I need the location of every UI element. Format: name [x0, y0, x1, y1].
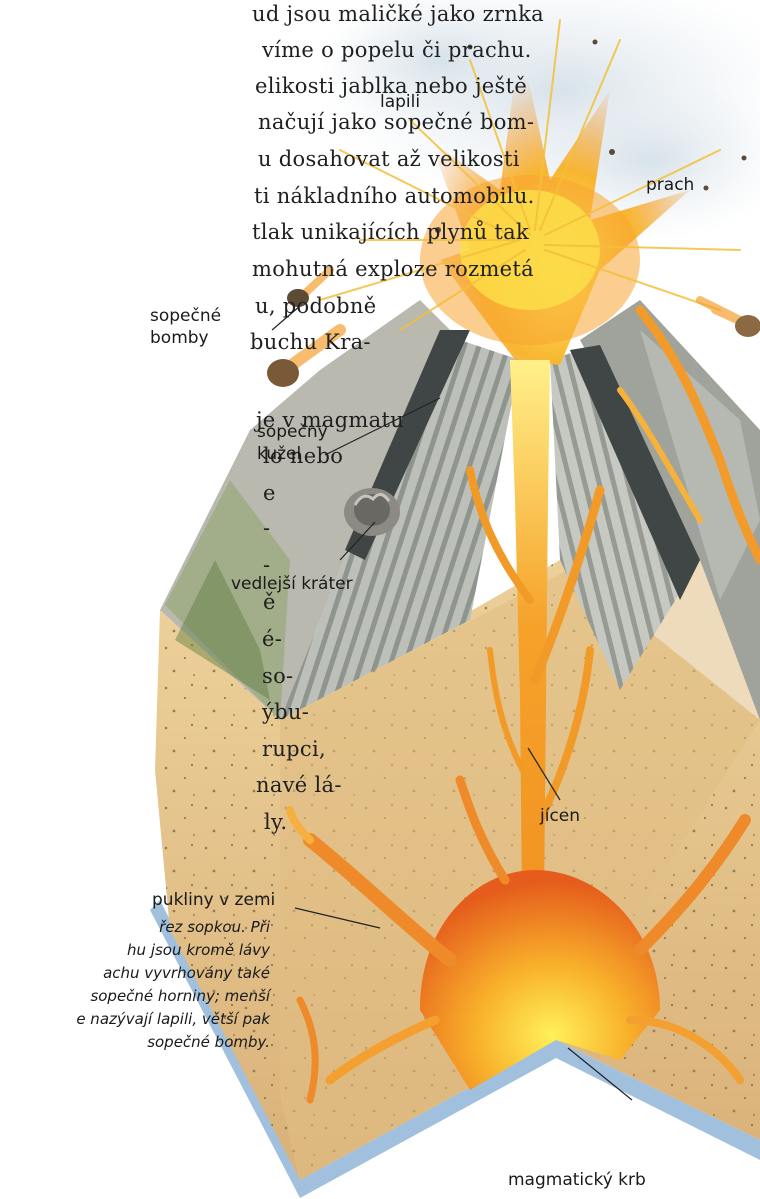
label-sopecne-bomby-line2: bomby: [150, 328, 209, 349]
caption-line: hu jsou kromě lávy: [0, 939, 270, 962]
body-line: ud jsou maličké jako zrnka: [252, 2, 544, 26]
label-magmaticky-krb: magmatický krb: [508, 1170, 646, 1191]
label-sopecny-kuzel-line2: kužel: [257, 444, 301, 465]
body-line: mohutná exploze rozmetá: [252, 257, 534, 281]
body-line: e: [263, 481, 276, 505]
body-line: navé lá-: [256, 773, 342, 797]
label-sopecny-kuzel-line1: sopečný: [257, 422, 328, 443]
body-line: ýbu-: [262, 700, 309, 724]
body-line: buchu Kra-: [250, 330, 371, 354]
body-line: rupci,: [262, 737, 326, 761]
article-body-text: ud jsou maličké jako zrnka víme o popelu…: [0, 0, 760, 900]
caption-line: sopečné bomby.: [0, 1031, 270, 1054]
body-line: tlak unikajících plynů tak: [252, 220, 529, 244]
body-line: víme o popelu či prachu.: [262, 38, 532, 62]
body-line: načují jako sopečné bom-: [258, 110, 534, 134]
label-pukliny-v-zemi: pukliny v zemi: [152, 890, 275, 911]
caption-line: sopečné horniny; menší: [0, 985, 270, 1008]
label-sopecne-bomby-line1: sopečné: [150, 306, 221, 327]
caption-line: e nazývají lapili, větší pak: [0, 1008, 270, 1031]
label-jicen: jícen: [540, 806, 580, 827]
body-line: so-: [262, 664, 293, 688]
body-line: -: [263, 516, 270, 540]
figure-caption: řez sopkou. Při hu jsou kromě lávy achu …: [0, 916, 270, 1054]
label-lapili: lapili: [380, 92, 420, 113]
body-line: u dosahovat až velikosti: [258, 147, 520, 171]
body-line: ti nákladního automobilu.: [254, 184, 535, 208]
body-line: é-: [262, 627, 282, 651]
label-prach: prach: [646, 175, 694, 196]
label-vedlejsi-krater: vedlejší kráter: [231, 574, 353, 595]
caption-line: achu vyvrhovány také: [0, 962, 270, 985]
body-line: u, podobně: [255, 294, 376, 318]
body-line: ly.: [264, 810, 287, 834]
caption-line: řez sopkou. Při: [0, 916, 270, 939]
